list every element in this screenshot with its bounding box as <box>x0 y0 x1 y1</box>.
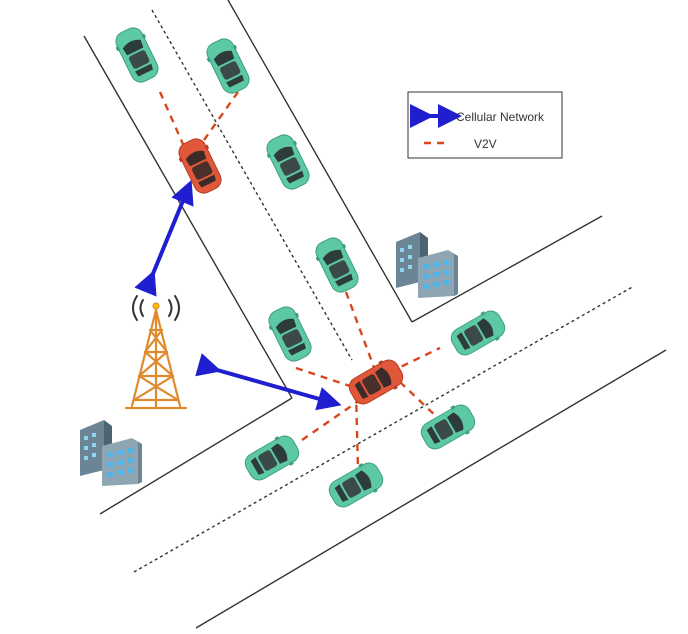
building-icon <box>80 420 142 486</box>
car-icon <box>261 130 315 194</box>
connected-car-icon <box>344 354 408 410</box>
horizontal-road-center-dash <box>133 285 635 573</box>
vertical-road-center-dash <box>151 9 353 361</box>
legend-v2v-label: V2V <box>474 137 497 151</box>
v2v-link <box>344 291 377 371</box>
connected-car-icon <box>173 134 227 198</box>
v2v-link <box>389 346 441 374</box>
car-icon <box>201 34 255 98</box>
cellular-arrow-to-top-car <box>134 179 194 297</box>
vertical-road-left-edge <box>83 35 293 399</box>
cellular-arrow-to-intersection-car <box>195 353 342 411</box>
v2v-link <box>295 366 351 388</box>
legend-cellular-label: Cellular Network <box>456 110 545 124</box>
horizontal-road-bottom-edge <box>195 349 667 629</box>
car-icon <box>324 457 388 513</box>
car-icon <box>263 302 317 366</box>
vertical-road-right-edge <box>227 0 413 323</box>
car-icon <box>416 399 480 455</box>
cellular-links <box>134 179 342 411</box>
building-icon <box>396 232 458 298</box>
v2v-link <box>399 381 441 421</box>
car-icon <box>310 233 364 297</box>
car-icon <box>446 305 510 361</box>
car-icon <box>240 430 304 486</box>
v2v-link <box>301 399 361 441</box>
legend: Cellular Network V2V <box>407 91 563 159</box>
v2v-link <box>354 391 360 471</box>
horizontal-road-top-edge-left <box>99 397 293 515</box>
road-network <box>83 0 667 629</box>
v2v-link <box>203 91 239 141</box>
horizontal-road-top-edge-right <box>411 215 603 323</box>
car-icon <box>110 23 164 87</box>
cell-tower-icon <box>124 295 188 410</box>
